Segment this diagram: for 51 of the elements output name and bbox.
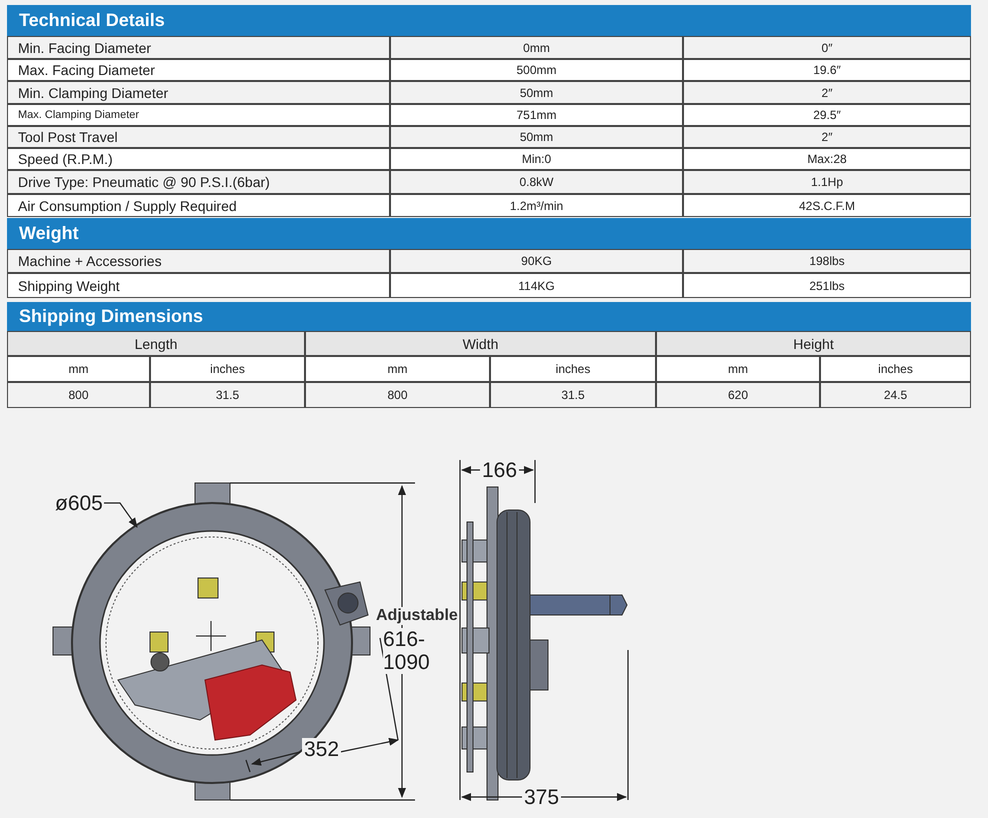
dimension-value: 800	[7, 382, 150, 408]
spec-value: 751mm	[390, 104, 683, 126]
column-header: Length	[7, 331, 305, 356]
spec-value: 1.2m³/min	[390, 194, 683, 217]
unit-header: inches	[820, 356, 971, 382]
dimension-value: 800	[305, 382, 490, 408]
section-header: Weight	[7, 218, 971, 249]
spec-value: 50mm	[390, 81, 683, 104]
spec-value: 2″	[683, 126, 971, 148]
dimension-label: 616-1090	[383, 628, 431, 674]
unit-header: inches	[150, 356, 305, 382]
unit-header: mm	[656, 356, 820, 382]
spec-value: 0.8kW	[390, 170, 683, 194]
spec-label: Air Consumption / Supply Required	[7, 194, 390, 217]
spec-value: 29.5″	[683, 104, 971, 126]
dimension-label: Adjustable	[376, 607, 458, 625]
dimension-value: 31.5	[490, 382, 656, 408]
spec-label: Tool Post Travel	[7, 126, 390, 148]
spec-value: 114KG	[390, 273, 683, 298]
spec-label: Max. Clamping Diameter	[7, 104, 390, 126]
dimension-value: 24.5	[820, 382, 971, 408]
spec-value: 90KG	[390, 249, 683, 273]
spec-label: Min. Clamping Diameter	[7, 81, 390, 104]
column-header: Height	[656, 331, 971, 356]
spec-value: 0mm	[390, 36, 683, 59]
unit-header: mm	[7, 356, 150, 382]
spec-value: 500mm	[390, 59, 683, 81]
dimension-label: ø605	[55, 492, 103, 516]
spec-label: Machine + Accessories	[7, 249, 390, 273]
spec-value: 2″	[683, 81, 971, 104]
spec-value: 19.6″	[683, 59, 971, 81]
spec-value: 0″	[683, 36, 971, 59]
section-header: Technical Details	[7, 5, 971, 36]
section-header: Shipping Dimensions	[7, 302, 971, 331]
spec-label: Max. Facing Diameter	[7, 59, 390, 81]
spec-label: Speed (R.P.M.)	[7, 148, 390, 170]
spec-value: 42S.C.F.M	[683, 194, 971, 217]
spec-value: 198lbs	[683, 249, 971, 273]
spec-value: 251lbs	[683, 273, 971, 298]
spec-label: Min. Facing Diameter	[7, 36, 390, 59]
spec-value: Max:28	[683, 148, 971, 170]
dimension-value: 31.5	[150, 382, 305, 408]
spec-value: Min:0	[390, 148, 683, 170]
column-header: Width	[305, 331, 656, 356]
spec-label: Shipping Weight	[7, 273, 390, 298]
dimension-value: 620	[656, 382, 820, 408]
unit-header: inches	[490, 356, 656, 382]
spec-label: Drive Type: Pneumatic @ 90 P.S.I.(6bar)	[7, 170, 390, 194]
spec-value: 50mm	[390, 126, 683, 148]
spec-value: 1.1Hp	[683, 170, 971, 194]
unit-header: mm	[305, 356, 490, 382]
